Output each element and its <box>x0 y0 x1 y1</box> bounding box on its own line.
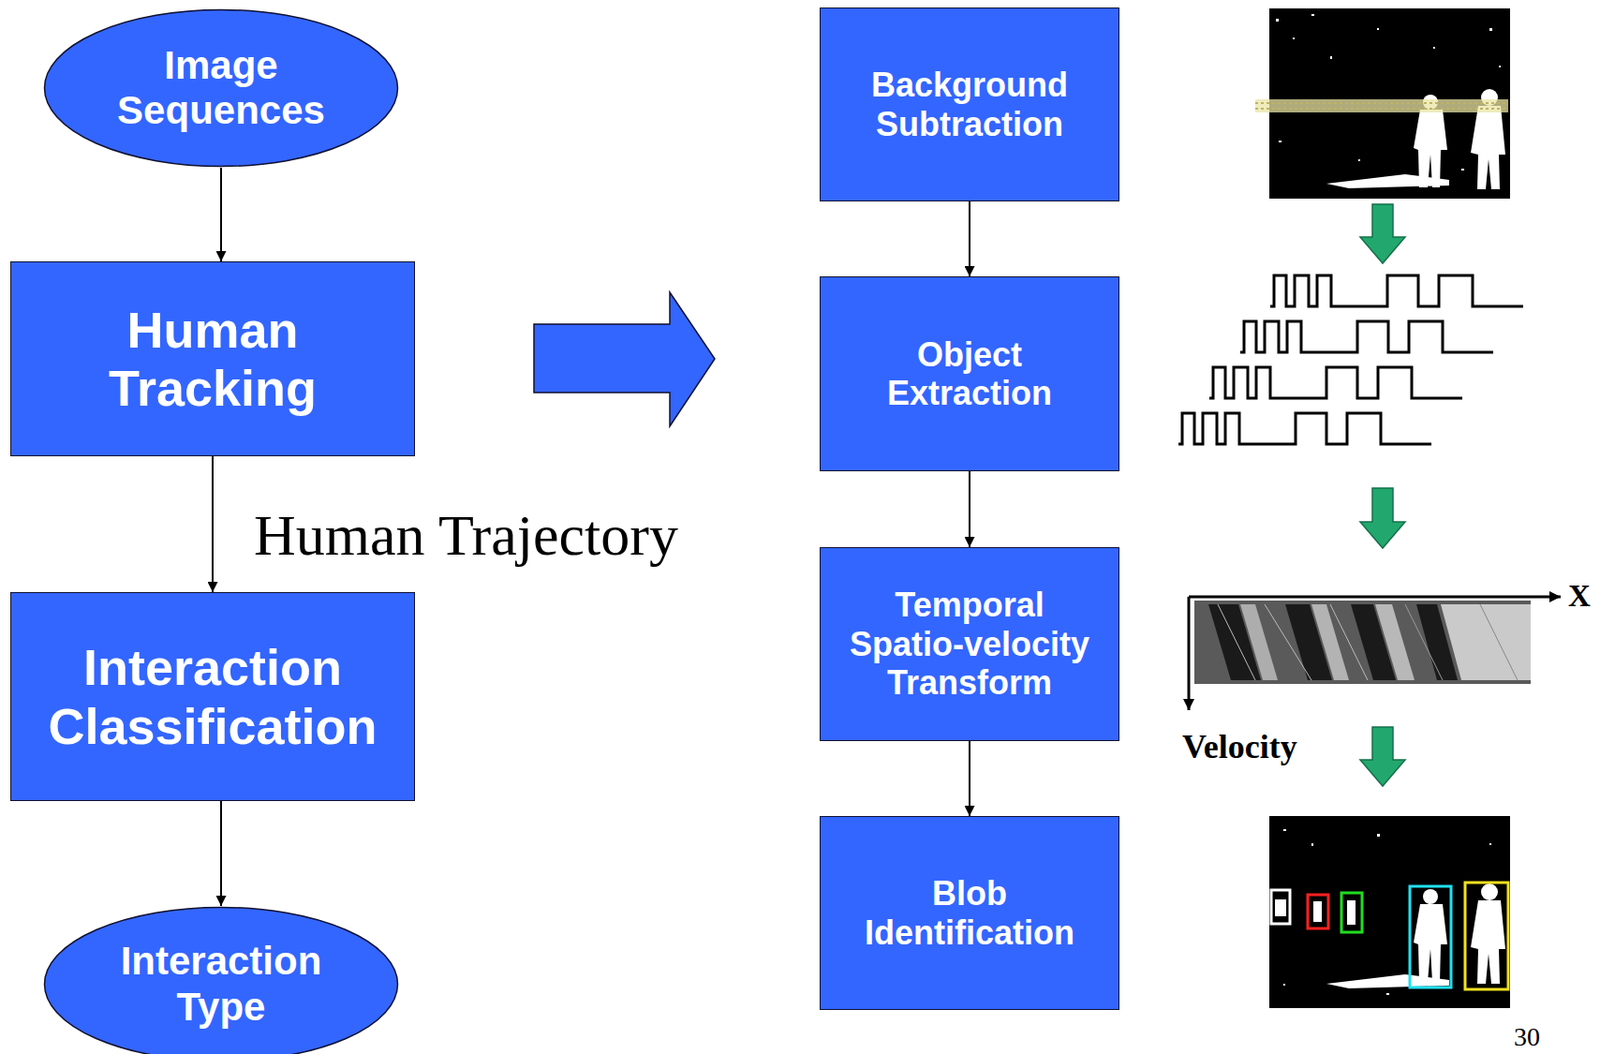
expand-block-arrow <box>533 292 715 427</box>
square-wave <box>1270 275 1524 307</box>
ellipse-outline <box>44 907 399 1054</box>
spatio-velocity-image <box>1330 604 1368 681</box>
axis-label: X <box>1568 580 1591 612</box>
blob-image <box>1489 843 1492 845</box>
foreground-image <box>1255 8 1511 199</box>
node-label: Interaction Classification <box>34 637 391 755</box>
square-wave <box>1209 367 1463 399</box>
foreground-image <box>1377 28 1379 30</box>
node-label: Blob Identification <box>838 874 1101 952</box>
node-label: Temporal Spatio-velocity Transform <box>838 585 1101 702</box>
foreground-image <box>1358 159 1361 162</box>
foreground-image <box>1489 28 1493 31</box>
process-box: Background Subtraction <box>819 7 1120 202</box>
axis-line <box>1188 595 1561 599</box>
spatio-velocity-image <box>1480 604 1518 681</box>
flow-arrow <box>211 456 214 593</box>
down-arrow <box>1360 204 1406 786</box>
end-ellipse: Interaction Type <box>43 905 400 1054</box>
foreground-image <box>1498 65 1501 68</box>
flow-arrow <box>968 471 971 548</box>
foreground-image <box>1470 105 1506 190</box>
square-wave <box>1178 275 1524 445</box>
blob-image <box>1271 889 1290 924</box>
spatio-velocity-image <box>1194 600 1531 684</box>
foreground-image <box>1311 14 1315 16</box>
start-ellipse: Image Sequences <box>43 8 400 168</box>
process-box: Interaction Classification <box>10 592 415 801</box>
page-number: 30 <box>1513 1023 1541 1051</box>
flow-arrow <box>968 740 971 816</box>
foreground-image <box>1255 99 1509 113</box>
blob-image <box>1481 883 1498 901</box>
blob-image <box>1341 892 1363 933</box>
blob-image <box>1283 983 1286 986</box>
node-label: Human Tracking <box>53 300 372 417</box>
process-box: Temporal Spatio-velocity Transform <box>819 547 1120 741</box>
foreground-image <box>1330 56 1333 60</box>
foreground-image <box>1326 174 1450 189</box>
spatio-velocity-image <box>1217 604 1256 681</box>
foreground-image <box>1433 46 1436 49</box>
blob-image <box>1413 883 1506 984</box>
blob-image <box>1311 843 1314 846</box>
flow-arrow <box>220 800 223 906</box>
blob-image <box>1313 901 1322 922</box>
spatio-velocity-image <box>1440 604 1531 681</box>
node-label: Background Subtraction <box>838 65 1101 144</box>
edge-label: Human Trajectory <box>253 503 679 567</box>
spatio-velocity-image <box>1311 604 1349 681</box>
node-label: Interaction Type <box>94 938 348 1030</box>
process-box: Blob Identification <box>819 815 1120 1010</box>
blob-image <box>1377 833 1380 837</box>
spatio-velocity-image <box>1405 604 1443 681</box>
node-label: Object Extraction <box>838 335 1101 414</box>
foreground-image <box>1413 109 1448 188</box>
blob-image <box>1470 900 1506 984</box>
axis-line <box>1187 596 1191 711</box>
blob-image <box>1422 888 1438 904</box>
down-arrow <box>1360 204 1406 264</box>
blob-image <box>1347 900 1356 925</box>
foreground-image <box>1255 102 1509 104</box>
square-wave <box>1240 321 1494 353</box>
expand-block-arrow <box>533 292 715 427</box>
foreground-image <box>1255 107 1509 110</box>
process-box: Human Tracking <box>10 261 415 457</box>
flow-arrow <box>968 201 971 277</box>
blob-image <box>1274 899 1287 917</box>
foreground-image <box>1275 18 1279 22</box>
spatio-velocity-image <box>1264 604 1312 681</box>
blob-image <box>1386 992 1390 995</box>
spatio-velocity-image <box>1194 600 1531 684</box>
blob-image <box>1413 903 1448 982</box>
foreground-image <box>1461 168 1465 171</box>
ellipse-outline <box>44 10 399 167</box>
blob-image <box>1269 815 1511 1008</box>
process-box: Object Extraction <box>819 276 1120 472</box>
node-label: Image Sequences <box>94 43 348 134</box>
axis-line <box>1188 596 1561 711</box>
spatio-velocity-image <box>1375 604 1415 681</box>
down-arrow <box>1360 726 1406 786</box>
foreground-image <box>1278 140 1282 143</box>
blob-image <box>1465 882 1509 990</box>
blob-image <box>1307 894 1329 929</box>
square-wave <box>1178 413 1432 445</box>
flow-arrow <box>220 167 223 262</box>
blob-image <box>1409 886 1452 988</box>
foreground-image <box>1292 37 1295 40</box>
blob-image <box>1269 815 1511 1008</box>
down-arrow <box>1360 488 1406 549</box>
axis-label: Velocity <box>1182 729 1298 764</box>
blob-image <box>1283 829 1287 831</box>
